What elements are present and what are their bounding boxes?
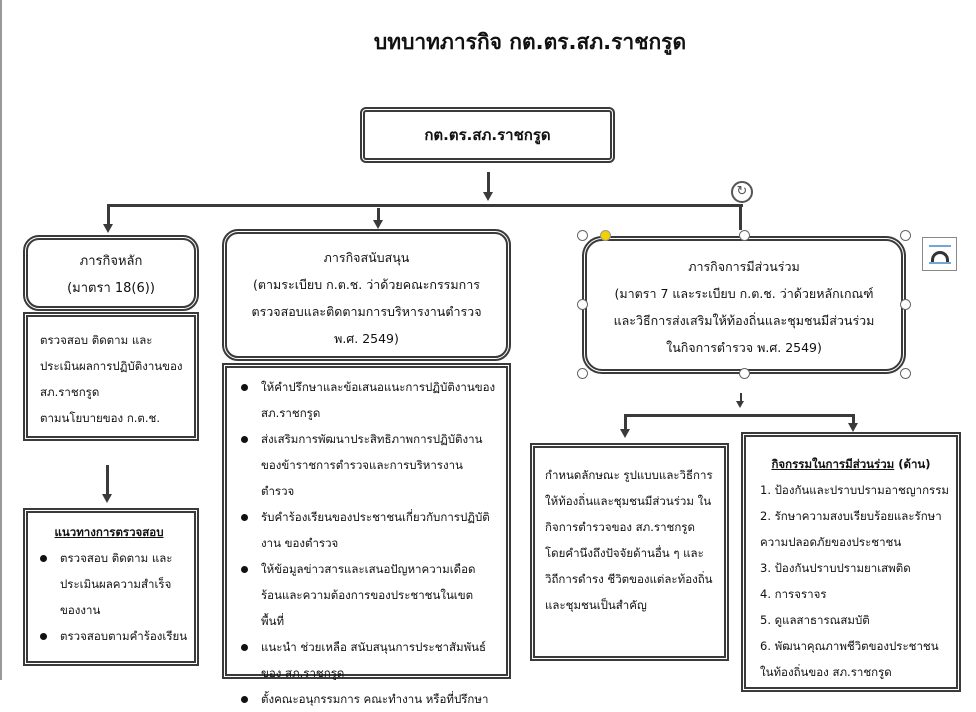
list-item: รับคำร้องเรียนของประชาชนเกี่ยวกับการปฏิบ… <box>241 504 496 556</box>
arrow-icon <box>848 423 858 432</box>
inspection-box[interactable]: แนวทางการตรวจสอบ ตรวจสอบ ติดตาม และประเม… <box>23 508 199 666</box>
list-item: 6. พัฒนาคุณภาพชีวิตของประชาชนในท้องถิ่นข… <box>760 639 939 679</box>
connector <box>624 414 627 430</box>
connector <box>739 204 742 230</box>
list-item: 3. ป้องกันปราบปรามยาเสพติด <box>760 561 911 575</box>
body-line: ตรวจสอบ ติดตาม และ <box>40 333 153 347</box>
list-item: ตรวจสอบตามคำร้องเรียน <box>40 623 188 649</box>
connector <box>106 465 109 495</box>
arrow-icon <box>102 494 112 503</box>
resize-handle[interactable] <box>577 299 588 310</box>
inspection-title: แนวทางการตรวจสอบ <box>54 525 164 539</box>
participation-mission-header[interactable]: ภารกิจการมีส่วนร่วม (มาตรา 7 และระเบียบ … <box>582 236 906 374</box>
resize-handle[interactable] <box>900 230 911 241</box>
list-item: 2. รักษาความสงบเรียบร้อยและรักษาความปลอด… <box>760 509 942 549</box>
connector <box>377 208 380 222</box>
layout-options-icon[interactable] <box>922 237 957 271</box>
connector <box>624 414 855 417</box>
resize-handle[interactable] <box>577 368 588 379</box>
list-item: แนะนำ ช่วยเหลือ สนับสนุนการประชาสัมพันธ์… <box>241 634 496 686</box>
header-line: และวิธีการส่งเสริมให้ท้องถิ่นและชุมชนมีส… <box>613 313 875 328</box>
activities-box[interactable]: กิจกรรมในการมีส่วนร่วม (ด้าน) 1. ป้องกัน… <box>741 432 961 692</box>
list-item: 5. ดูแลสาธารณสมบัติ <box>760 613 870 627</box>
header-line: ภารกิจสนับสนุน <box>323 250 410 265</box>
connector <box>107 204 743 207</box>
adjust-handle[interactable] <box>600 230 611 241</box>
header-line: ตรวจสอบและติดตามการบริหารงานตำรวจ <box>251 304 482 319</box>
arrow-icon <box>103 224 113 233</box>
header-line: ภารกิจการมีส่วนร่วม <box>688 259 800 274</box>
resize-handle[interactable] <box>900 368 911 379</box>
list-item: 1. ป้องกันและปราบปรามอาชญากรรม <box>760 483 949 497</box>
resize-handle[interactable] <box>900 299 911 310</box>
connector <box>852 414 855 424</box>
page-title: บทบาทภารกิจ กต.ตร.สภ.ราชกรูด <box>373 30 687 54</box>
page-edge <box>0 0 2 680</box>
arrow-icon <box>620 429 630 438</box>
top-box[interactable]: กต.ตร.สภ.ราชกรูด <box>360 107 615 163</box>
participation-description-box[interactable]: กำหนดลักษณะ รูปแบบและวิธีการให้ท้องถิ่นแ… <box>530 443 729 661</box>
main-mission-title: ภารกิจหลัก <box>79 254 143 269</box>
support-mission-header[interactable]: ภารกิจสนับสนุน (ตามระเบียบ ก.ต.ช. ว่าด้ว… <box>222 229 511 361</box>
activities-title: กิจกรรมในการมีส่วนร่วม <box>771 457 895 471</box>
main-mission-subtitle: (มาตรา 18(6)) <box>67 281 155 296</box>
body-line: ประเมินผลการปฏิบัติงานของ <box>40 359 183 373</box>
connector <box>740 393 742 403</box>
list-item: ตั้งคณะอนุกรรมการ คณะทำงาน หรือที่ปรึกษา <box>241 686 496 712</box>
arrow-icon <box>736 401 744 408</box>
arrow-icon <box>483 192 493 201</box>
header-line: (มาตรา 7 และระเบียบ ก.ต.ช. ว่าด้วยหลักเก… <box>614 286 874 301</box>
main-mission-header[interactable]: ภารกิจหลัก (มาตรา 18(6)) <box>23 235 199 311</box>
resize-handle[interactable] <box>739 230 750 241</box>
header-line: ในกิจการตำรวจ พ.ศ. 2549) <box>666 340 822 355</box>
connector <box>487 172 490 194</box>
header-line: (ตามระเบียบ ก.ต.ช. ว่าด้วยคณะกรรมการ <box>253 277 480 292</box>
activities-title-suffix: (ด้าน) <box>894 457 931 471</box>
list-item: ให้ข้อมูลข่าวสารและเสนอปัญหาความเดือดร้อ… <box>241 556 496 634</box>
list-item: 4. การจราจร <box>760 587 827 601</box>
arrow-icon <box>373 220 383 229</box>
list-item: ส่งเสริมการพัฒนาประสิทธิภาพการปฏิบัติงาน… <box>241 426 496 504</box>
connector <box>107 204 110 226</box>
list-item: ตรวจสอบ ติดตาม และประเมินผลความสำเร็จของ… <box>40 545 188 623</box>
rotate-handle-icon[interactable]: ↻ <box>731 181 753 203</box>
body-line: สภ.ราชกรูด <box>40 385 100 399</box>
resize-handle[interactable] <box>739 368 750 379</box>
support-mission-body[interactable]: ให้คำปรึกษาและข้อเสนอแนะการปฏิบัติงานของ… <box>222 363 511 706</box>
resize-handle[interactable] <box>577 230 588 241</box>
body-line: ตามนโยบายของ ก.ต.ช. <box>40 411 161 425</box>
participation-description: กำหนดลักษณะ รูปแบบและวิธีการให้ท้องถิ่นแ… <box>545 468 713 612</box>
list-item: ให้คำปรึกษาและข้อเสนอแนะการปฏิบัติงานของ… <box>241 374 496 426</box>
main-mission-body[interactable]: ตรวจสอบ ติดตาม และ ประเมินผลการปฏิบัติงา… <box>23 312 199 441</box>
header-line: พ.ศ. 2549) <box>334 331 399 346</box>
